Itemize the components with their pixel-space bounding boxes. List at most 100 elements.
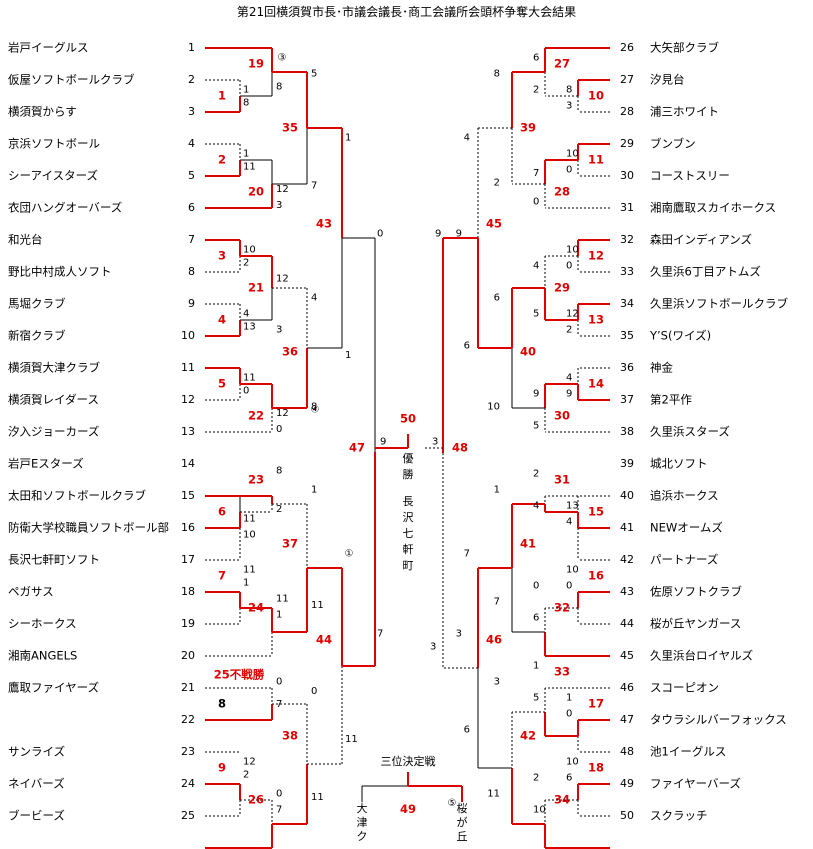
team-name: 汐入ジョーカーズ xyxy=(8,425,99,439)
team-name: タウラシルバーフォックス xyxy=(650,713,787,727)
score: 7 xyxy=(533,168,539,179)
champion-name: 七 xyxy=(403,527,414,540)
score: 2 xyxy=(494,177,500,188)
team-name: 池1イーグルス xyxy=(650,745,726,759)
team-name: 追浜ホークス xyxy=(650,489,719,503)
match-label: 28 xyxy=(554,185,570,199)
score: 1 xyxy=(345,350,351,361)
match-label: 42 xyxy=(520,729,536,743)
team-name: 汐見台 xyxy=(650,73,685,87)
score: 1 xyxy=(566,693,572,704)
match-label: 34 xyxy=(554,793,570,807)
score: 8 xyxy=(243,97,249,108)
team-seed: 5 xyxy=(188,169,195,182)
team-seed: 30 xyxy=(620,169,634,182)
team-name: Y’S(ワイズ) xyxy=(649,329,711,343)
score: 9 xyxy=(533,389,539,400)
score: 7 xyxy=(494,597,500,608)
team-name: 久里浜スターズ xyxy=(650,425,730,439)
team-seed: 31 xyxy=(620,201,634,214)
team-seed: 34 xyxy=(620,297,634,310)
match-label: 46 xyxy=(486,633,502,647)
score: 8 xyxy=(311,401,317,412)
team-seed: 29 xyxy=(620,137,634,150)
score: 8 xyxy=(276,465,282,476)
round-marker: ④ xyxy=(311,405,320,416)
champion-name: 長 xyxy=(403,495,414,508)
team-name: シーアイスターズ xyxy=(8,169,98,183)
team-name: 浦三ホワイト xyxy=(650,105,719,119)
champion-name: 沢 xyxy=(403,510,414,524)
team-name: サンライズ xyxy=(8,745,65,759)
team-name: 久里浜ソフトボールクラブ xyxy=(650,297,788,311)
score: 1 xyxy=(243,577,249,588)
third-left-team: 津 xyxy=(357,816,368,829)
team-name: 佐原ソフトクラブ xyxy=(650,585,742,599)
third-left-team: ク xyxy=(357,830,368,843)
team-name: 久里浜6丁目アトムズ xyxy=(650,265,761,279)
score: 13 xyxy=(566,501,579,512)
match-label: 7 xyxy=(218,569,226,583)
team-name: ペガサス xyxy=(8,585,54,599)
team-seed: 37 xyxy=(620,393,634,406)
team-seed: 4 xyxy=(188,137,195,150)
score: 11 xyxy=(243,373,256,384)
score: 0 xyxy=(566,709,572,720)
team-name: スコーピオン xyxy=(650,681,719,695)
score: 12 xyxy=(276,408,289,419)
team-name: 野比中村成人ソフト xyxy=(8,265,112,279)
score: 5 xyxy=(311,69,317,80)
team-seed: 39 xyxy=(620,457,634,470)
score: 7 xyxy=(377,629,383,640)
match-label: 12 xyxy=(588,249,604,263)
team-seed: 35 xyxy=(620,329,634,342)
team-name: パートナーズ xyxy=(650,553,718,567)
score: 6 xyxy=(464,341,470,352)
score: 1 xyxy=(276,609,282,620)
team-seed: 45 xyxy=(620,649,634,662)
match-label: 48 xyxy=(452,441,468,455)
match-label: 21 xyxy=(248,281,264,295)
match-label: 30 xyxy=(554,409,570,423)
round-marker: ① xyxy=(345,549,354,560)
match-label: 14 xyxy=(588,377,604,391)
team-seed: 40 xyxy=(620,489,634,502)
team-seed: 18 xyxy=(181,585,195,598)
team-seed: 48 xyxy=(620,745,634,758)
team-seed: 32 xyxy=(620,233,634,246)
team-name: 和光台 xyxy=(8,233,43,247)
team-seed: 28 xyxy=(620,105,634,118)
match-label: 31 xyxy=(554,473,570,487)
score: 4 xyxy=(533,261,539,272)
team-seed: 50 xyxy=(620,809,634,822)
score: 3 xyxy=(456,629,462,640)
score: 0 xyxy=(276,789,282,800)
team-name: 衣団ハングオーバーズ xyxy=(8,201,122,215)
team-seed: 1 xyxy=(188,41,195,54)
match-label: 50 xyxy=(400,412,416,426)
team-seed: 10 xyxy=(181,329,195,342)
team-seed: 11 xyxy=(181,361,195,374)
score: 0 xyxy=(377,229,383,240)
score: 1 xyxy=(311,485,317,496)
score: 2 xyxy=(243,257,249,268)
match-label: 2 xyxy=(218,153,226,167)
score: 4 xyxy=(311,293,317,304)
team-seed: 22 xyxy=(181,713,195,726)
team-seed: 6 xyxy=(188,201,195,214)
match-label: 8 xyxy=(218,697,226,711)
match-label: 36 xyxy=(282,345,298,359)
score: 2 xyxy=(566,325,572,336)
champion-name: 町 xyxy=(403,559,414,572)
team-seed: 38 xyxy=(620,425,634,438)
score: 2 xyxy=(276,504,282,515)
score: 1 xyxy=(243,149,249,160)
team-seed: 33 xyxy=(620,265,634,278)
team-name: 防衛大学校職員ソフトボール部 xyxy=(8,521,169,535)
team-seed: 14 xyxy=(181,457,195,470)
score: 1 xyxy=(494,485,500,496)
score: 3 xyxy=(566,101,572,112)
score: 3 xyxy=(430,641,436,652)
team-seed: 8 xyxy=(188,265,195,278)
team-seed: 24 xyxy=(181,777,195,790)
